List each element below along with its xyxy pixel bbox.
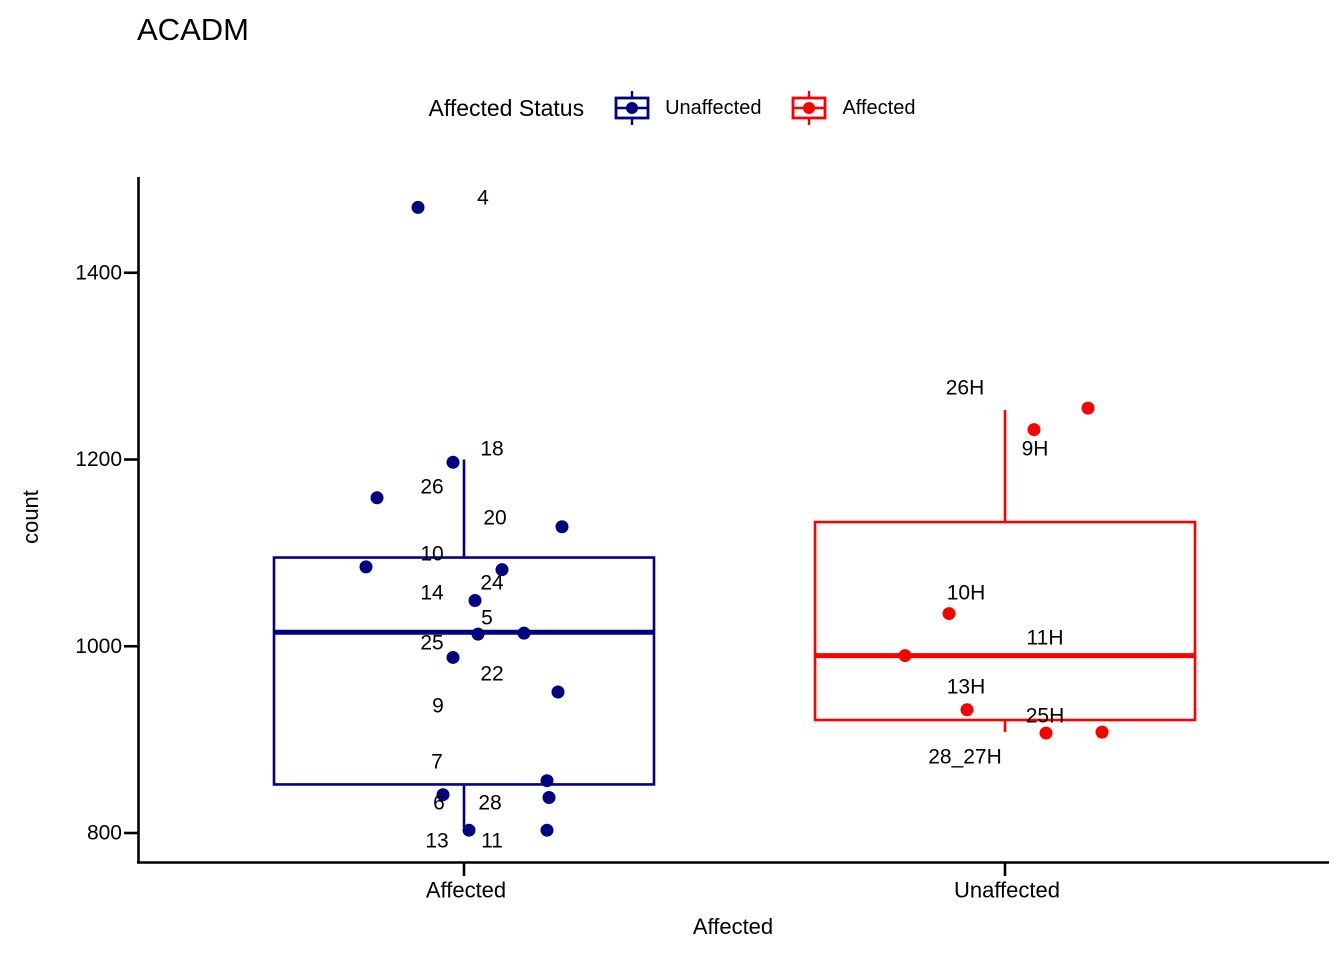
data-point-18 [446, 455, 460, 469]
legend: Affected Status Unaffected Affected [0, 89, 1344, 127]
legend-title: Affected Status [428, 94, 585, 121]
point-label-28: 28 [478, 792, 501, 815]
boxplot-key-icon [790, 90, 828, 126]
point-label-26: 26 [420, 476, 443, 499]
data-point-26 [370, 491, 384, 505]
boxplot-key-icon [613, 90, 651, 126]
data-point-24 [495, 563, 509, 577]
point-label-25H: 25H [1026, 705, 1065, 728]
point-label-20: 20 [483, 507, 506, 530]
box-unaffected [813, 520, 1197, 722]
point-label-25: 25 [420, 632, 443, 655]
data-point-11 [540, 823, 554, 837]
point-label-24: 24 [480, 572, 504, 595]
point-label-13H: 13H [947, 676, 986, 699]
legend-label-unaffected: Unaffected [665, 96, 762, 119]
legend-label-affected: Affected [842, 96, 916, 119]
point-label-9: 9 [432, 695, 444, 718]
y-tick-label: 800 [87, 822, 122, 845]
y-tick-label: 1200 [75, 448, 122, 471]
point-label-5: 5 [481, 607, 493, 630]
legend-entry-affected: Affected [790, 90, 915, 126]
point-label-9H: 9H [1022, 438, 1049, 461]
data-point-28_27H [1095, 725, 1109, 739]
point-label-4: 4 [477, 187, 489, 210]
box-affected [272, 556, 656, 786]
x-axis-title: Affected [692, 914, 774, 939]
data-point-4 [411, 200, 425, 214]
data-point-25H [1039, 726, 1053, 740]
x-tick-label: Unaffected [954, 878, 1060, 903]
data-point-7 [540, 774, 554, 788]
data-point-13H [960, 703, 974, 717]
data-point-22 [551, 685, 565, 699]
point-label-7: 7 [431, 751, 443, 774]
data-point-20 [555, 520, 569, 534]
data-point-5 [471, 627, 485, 641]
data-point-28 [542, 791, 556, 805]
data-point-14 [468, 593, 482, 607]
point-label-22: 22 [480, 663, 503, 686]
x-tick-label: Affected [426, 878, 506, 903]
legend-entry-unaffected: Unaffected [613, 90, 761, 126]
point-label-28_27H: 28_27H [928, 746, 1002, 769]
data-point-25 [446, 650, 460, 664]
point-label-14: 14 [420, 582, 444, 605]
data-point-11H [898, 649, 912, 663]
data-point-10H [942, 607, 956, 621]
data-point-26H [1081, 401, 1095, 415]
data-point-9H [1027, 423, 1041, 437]
plot-title: ACADM [137, 12, 249, 47]
y-tick-label: 1400 [75, 261, 122, 284]
data-point-10 [359, 560, 373, 574]
point-label-11H: 11H [1027, 627, 1064, 650]
data-point-6 [436, 788, 450, 802]
point-label-13: 13 [425, 830, 448, 853]
point-label-6: 6 [433, 792, 445, 815]
point-label-26H: 26H [946, 377, 985, 400]
point-label-10H: 10H [947, 582, 986, 605]
data-point-9 [517, 626, 531, 640]
point-label-18: 18 [480, 438, 503, 461]
data-point-13 [462, 823, 476, 837]
point-label-10: 10 [420, 543, 443, 566]
point-label-11: 11 [481, 830, 503, 853]
y-tick-label: 1000 [75, 635, 122, 658]
